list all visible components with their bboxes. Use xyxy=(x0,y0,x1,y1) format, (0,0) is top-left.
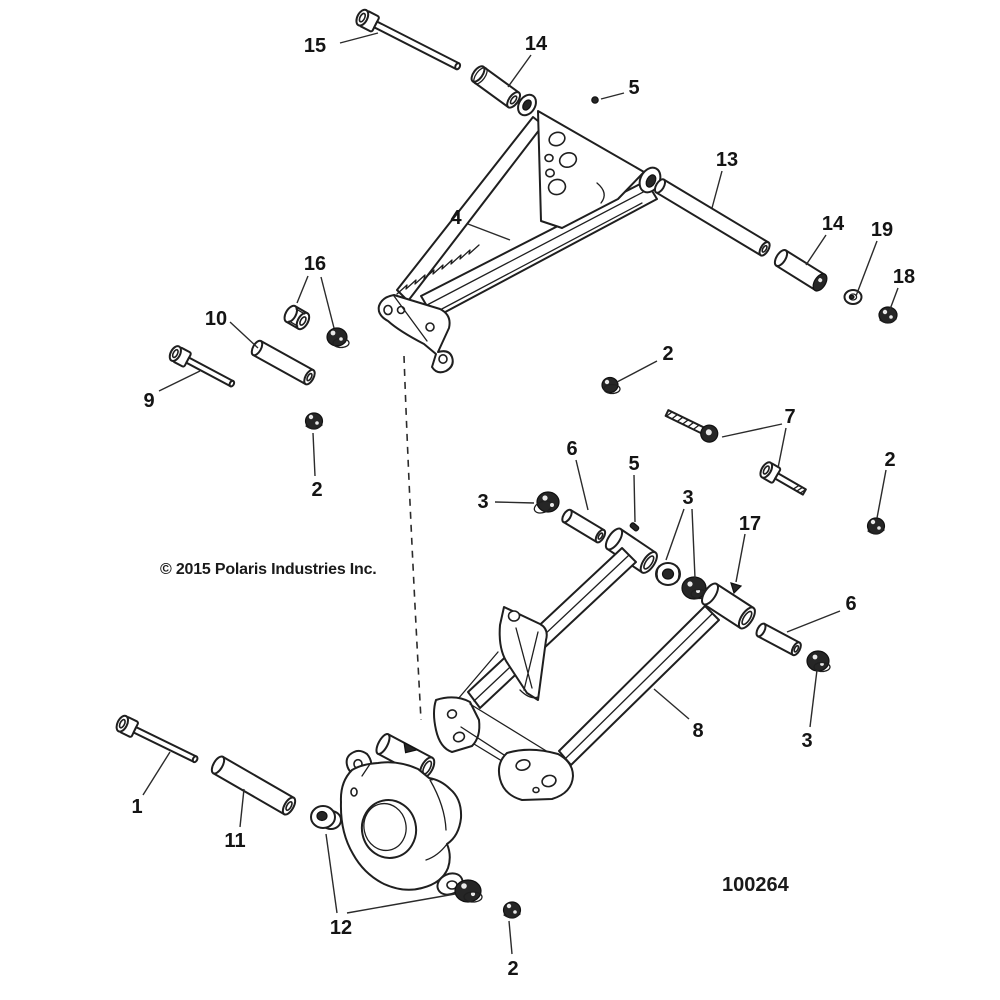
callout-label: 5 xyxy=(628,453,639,475)
callout-leader xyxy=(653,688,690,720)
callout-label: 6 xyxy=(566,438,577,460)
callout-leader xyxy=(239,788,245,828)
callout-leader xyxy=(711,170,723,209)
knuckle xyxy=(339,733,464,896)
sleeve-14-right xyxy=(773,249,828,292)
callout-label: 2 xyxy=(662,343,673,365)
bolt-7-a xyxy=(664,409,719,443)
callout-leader xyxy=(346,893,456,914)
callout-leader xyxy=(508,920,513,955)
callout-label: 17 xyxy=(739,513,761,535)
callout-label: 11 xyxy=(224,830,245,852)
callout-label: 2 xyxy=(507,958,518,980)
callout-leader xyxy=(805,234,827,266)
callout-leader xyxy=(467,223,511,241)
callout-label: 9 xyxy=(143,390,154,412)
callout-label: 18 xyxy=(893,266,915,288)
callout-leader xyxy=(777,427,787,469)
callout-leader xyxy=(158,370,201,392)
tube-10 xyxy=(250,339,316,386)
tube-11 xyxy=(210,755,297,816)
pin-17 xyxy=(730,582,743,595)
part-number: 100264 xyxy=(722,874,790,896)
bolt-15 xyxy=(355,8,462,71)
spacer-6-left xyxy=(561,508,607,544)
callout-leader xyxy=(721,423,783,438)
bolt-7-b xyxy=(759,461,807,496)
callout-label: 13 xyxy=(716,149,738,171)
callout-label: 3 xyxy=(477,491,488,513)
bolt-2-mid xyxy=(601,376,621,395)
nut-18 xyxy=(878,306,898,324)
callout-label: 2 xyxy=(884,449,895,471)
nut-16-a xyxy=(283,304,311,331)
callout-label: 1 xyxy=(131,796,142,818)
nut-2-bottom xyxy=(502,901,522,919)
bushing-12-b xyxy=(454,879,483,903)
nut-2-right xyxy=(866,517,886,535)
callout-label: 19 xyxy=(871,219,893,241)
callout-leader xyxy=(312,432,316,477)
spacer-6-right xyxy=(755,622,802,657)
callout-label: 14 xyxy=(525,33,548,55)
bolt-9 xyxy=(168,345,236,388)
callout-label: 16 xyxy=(304,253,326,275)
pin-5-mid xyxy=(629,522,640,532)
callout-leader xyxy=(575,459,589,511)
callout-leader xyxy=(616,360,658,383)
callout-label: 3 xyxy=(801,730,812,752)
bushing-3-left xyxy=(533,491,560,514)
callout-label: 3 xyxy=(682,487,693,509)
callout-label: 2 xyxy=(311,479,322,501)
lower-control-arm xyxy=(433,527,756,801)
callout-leader xyxy=(507,54,532,88)
callout-label: 14 xyxy=(822,213,845,235)
callout-leader xyxy=(142,751,171,796)
nut-2-left xyxy=(304,412,324,430)
callout-leader xyxy=(809,669,818,728)
copyright-text: © 2015 Polaris Industries Inc. xyxy=(160,561,377,578)
callout-leader xyxy=(320,276,335,329)
callout-leader xyxy=(888,287,899,313)
upper-a-arm xyxy=(377,93,662,374)
washer-19 xyxy=(843,289,863,305)
nut-16-b xyxy=(326,327,350,349)
bolt-1 xyxy=(115,714,199,764)
callout-leader xyxy=(229,321,259,349)
bushing-3-mid-a xyxy=(655,562,681,586)
callout-label: 6 xyxy=(845,593,856,615)
callout-label: 5 xyxy=(628,77,639,99)
callout-label: 15 xyxy=(304,35,326,57)
callout-label: 10 xyxy=(205,308,227,330)
bushing-3-right xyxy=(806,650,831,673)
callout-leader xyxy=(786,610,841,633)
pin-5-top xyxy=(591,96,599,104)
callout-leader xyxy=(855,240,878,297)
callout-leader xyxy=(876,469,887,519)
callout-leader xyxy=(339,32,379,44)
callout-leader xyxy=(735,533,746,583)
callout-leader xyxy=(494,501,535,504)
callout-label: 12 xyxy=(330,917,352,939)
centerline xyxy=(403,355,422,721)
callout-leader xyxy=(325,833,338,914)
callout-leader xyxy=(296,275,309,304)
callout-label: 8 xyxy=(692,720,703,742)
sleeve-14-top xyxy=(470,65,522,109)
callout-label: 7 xyxy=(784,406,795,428)
callout-label: 4 xyxy=(450,207,462,229)
callout-leader xyxy=(691,508,696,579)
tube-13 xyxy=(653,178,771,257)
bushing-12-a xyxy=(310,805,342,830)
callout-leader xyxy=(665,508,685,561)
callout-leader xyxy=(633,474,636,523)
callout-leader xyxy=(600,92,625,100)
